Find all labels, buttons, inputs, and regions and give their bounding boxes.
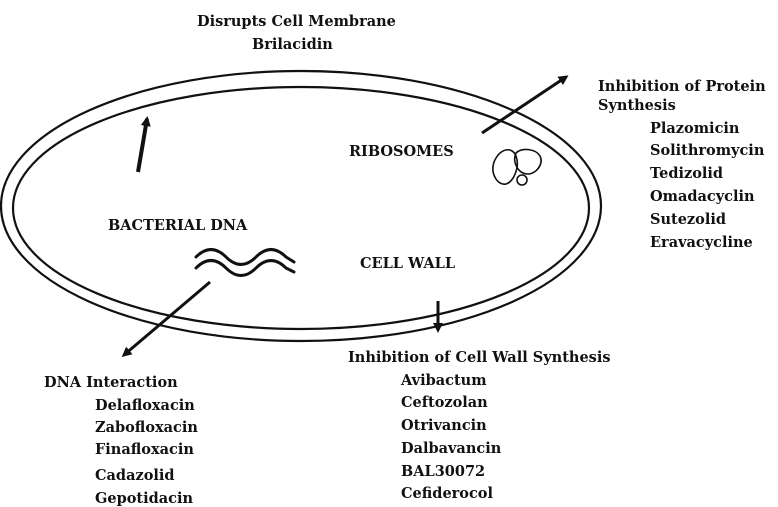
drug-item: Sutezolid — [650, 213, 726, 228]
membrane-action-label: Disrupts Cell Membrane — [197, 15, 396, 30]
ribosomes-icon — [493, 149, 541, 185]
drug-item: Avibactum — [401, 374, 487, 389]
drug-item: Otrivancin — [401, 419, 487, 434]
bacterial-dna-icon — [196, 250, 294, 276]
drug-item: Eravacycline — [650, 236, 753, 251]
drug-item: Delafloxacin — [95, 399, 195, 414]
drug-item: Tedizolid — [650, 167, 723, 182]
ribosomes-label: RIBOSOMES — [349, 145, 454, 160]
bacterial-dna-label: BACTERIAL DNA — [108, 219, 247, 234]
dna-interaction-title: DNA Interaction — [44, 376, 178, 391]
drug-item: Gepotidacin — [95, 492, 193, 507]
drug-item: Ceftozolan — [401, 396, 488, 411]
drug-item: Omadacyclin — [650, 190, 755, 205]
protein-synthesis-arrow — [482, 77, 566, 133]
drug-item: BAL30072 — [401, 465, 485, 480]
membrane-drug-label: Brilacidin — [252, 38, 333, 53]
drug-item: Finafloxacin — [95, 443, 194, 458]
drug-item: Cefiderocol — [401, 487, 493, 502]
drug-item: Solithromycin — [650, 144, 764, 159]
drug-item: Plazomicin — [650, 122, 739, 137]
drug-item: Cadazolid — [95, 469, 175, 484]
membrane-arrow — [138, 119, 147, 172]
cell-wall-outer — [1, 71, 601, 341]
cell-wall-synthesis-title: Inhibition of Cell Wall Synthesis — [348, 351, 611, 366]
protein-synthesis-title-line1: Inhibition of Protein — [598, 80, 766, 95]
cell-wall-label: CELL WALL — [360, 257, 455, 272]
cell-membrane-inner — [13, 87, 589, 329]
drug-item: Dalbavancin — [401, 442, 501, 457]
protein-synthesis-title-line2: Synthesis — [598, 99, 676, 114]
drug-item: Zabofloxacin — [95, 421, 198, 436]
